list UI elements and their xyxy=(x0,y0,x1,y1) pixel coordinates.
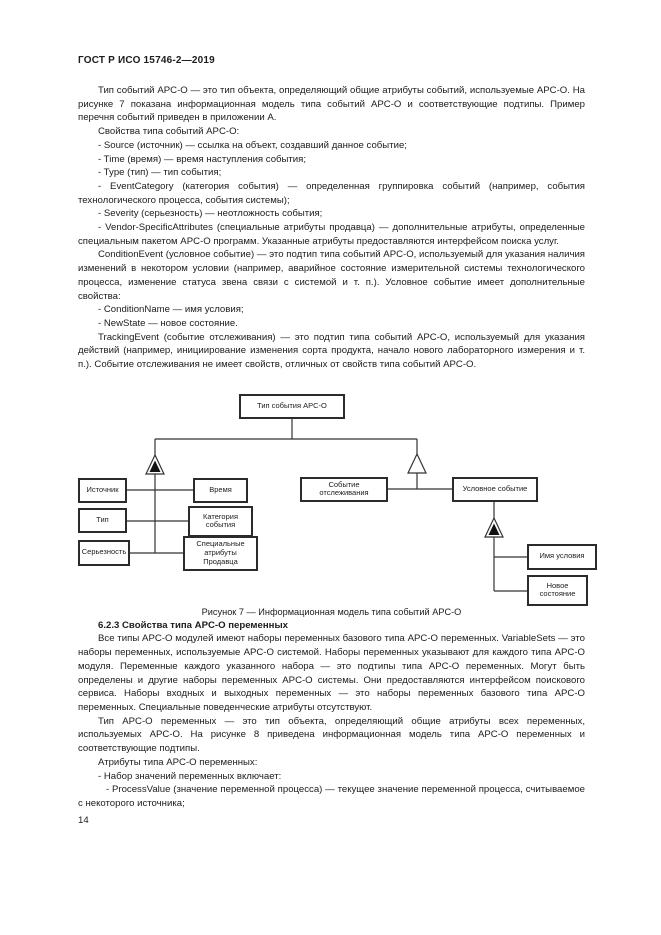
aggregation-triangle-left-fill-icon xyxy=(149,460,161,472)
diagram-node-severity: Серьезность xyxy=(78,539,130,566)
diagram-node-event-type: Тип события APC-O xyxy=(239,393,345,419)
diagram-node-condition-event: Условное событие xyxy=(452,476,538,502)
list-item: - NewState — новое состояние. xyxy=(98,317,238,329)
paragraph: TrackingEvent (событие отслеживания) — э… xyxy=(78,331,585,371)
diagram-node-new-state: Новое состояние xyxy=(527,574,588,606)
list-item: - Source (источник) — ссылка на объект, … xyxy=(98,139,407,151)
list-item: - ProcessValue (значение переменной проц… xyxy=(78,784,585,809)
diagram-node-condition-name: Имя условия xyxy=(527,543,597,570)
page-content: ГОСТ Р ИСО 15746-2—2019 Тип событий APC-… xyxy=(0,55,661,827)
aggregation-triangle-right-fill-icon xyxy=(488,523,500,535)
diagram-node-time: Время xyxy=(193,477,248,503)
document-header: ГОСТ Р ИСО 15746-2—2019 xyxy=(78,55,215,66)
paragraph: Все типы APC-O модулей имеют наборы пере… xyxy=(78,633,585,713)
figure-caption: Рисунок 7 — Информационная модель типа с… xyxy=(201,606,462,617)
list-item: - ConditionName — имя условия; xyxy=(98,304,244,316)
diagram-node-tracking-event: Событие отслеживания xyxy=(300,476,388,502)
list-item: - Type (тип) — тип события; xyxy=(98,167,222,179)
diagram-node-type: Тип xyxy=(78,507,127,533)
paragraph: ConditionEvent (условное событие) — это … xyxy=(78,249,585,302)
list-item: - Набор значений переменных включает: xyxy=(98,770,282,782)
diagram-node-event-category: Категория события xyxy=(188,505,253,537)
generalization-triangle-icon xyxy=(407,452,427,474)
page-number: 14 xyxy=(78,814,89,826)
list-item: - EventCategory (категория события) — оп… xyxy=(78,180,585,206)
figure-7-diagram: Тип события APC-O Источник Тип Серьезнос… xyxy=(78,387,597,606)
section-6-2-3: 6.2.3 Свойства типа APC-O переменных Все… xyxy=(78,619,585,811)
paragraph: Тип APC-O переменных — это тип объекта, … xyxy=(78,715,585,755)
diagram-node-vendor-attributes: Специальные атрибуты Продавца xyxy=(183,535,258,571)
list-item: - Severity (серьезность) — неотложность … xyxy=(98,208,323,220)
list-item: - Vendor-SpecificAttributes (специальные… xyxy=(78,222,585,247)
diagram-connector-lines xyxy=(127,418,527,592)
paragraph: Атрибуты типа APC-O переменных: xyxy=(98,756,258,768)
diagram-node-source: Источник xyxy=(78,477,127,503)
paragraph: Тип событий APC-O — это тип объекта, опр… xyxy=(78,85,585,124)
list-item: - Time (время) — время наступления событ… xyxy=(98,153,307,165)
connector-lines xyxy=(127,418,527,592)
paragraph: Свойства типа событий APC-O: xyxy=(98,126,240,138)
section-heading: 6.2.3 Свойства типа APC-O переменных xyxy=(98,619,288,631)
body-text-block: Тип событий APC-O — это тип объекта, опр… xyxy=(78,84,585,372)
